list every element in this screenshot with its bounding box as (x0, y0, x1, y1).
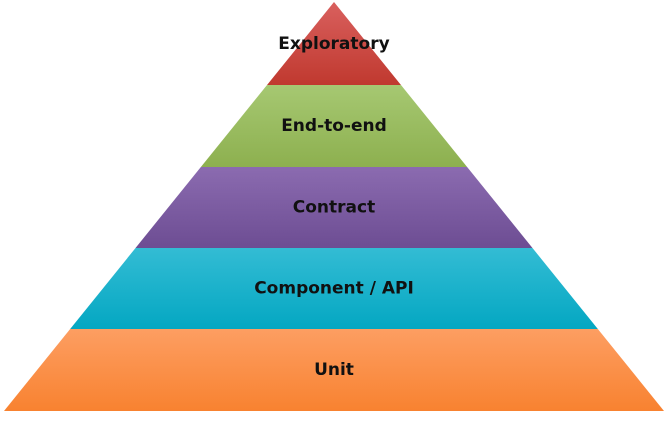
pyramid-layer-exploratory (267, 2, 401, 85)
layer-label: Contract (293, 198, 375, 218)
layer-label: Unit (314, 360, 354, 380)
pyramid-layer-end-to-end (200, 85, 468, 167)
pyramid-layer-unit (4, 329, 664, 411)
layer-label: Component / API (254, 279, 414, 299)
pyramid-layer-component-api (70, 248, 598, 329)
layer-label: End-to-end (281, 116, 387, 136)
pyramid-layer-contract (135, 167, 533, 248)
layer-label: Exploratory (278, 34, 389, 54)
